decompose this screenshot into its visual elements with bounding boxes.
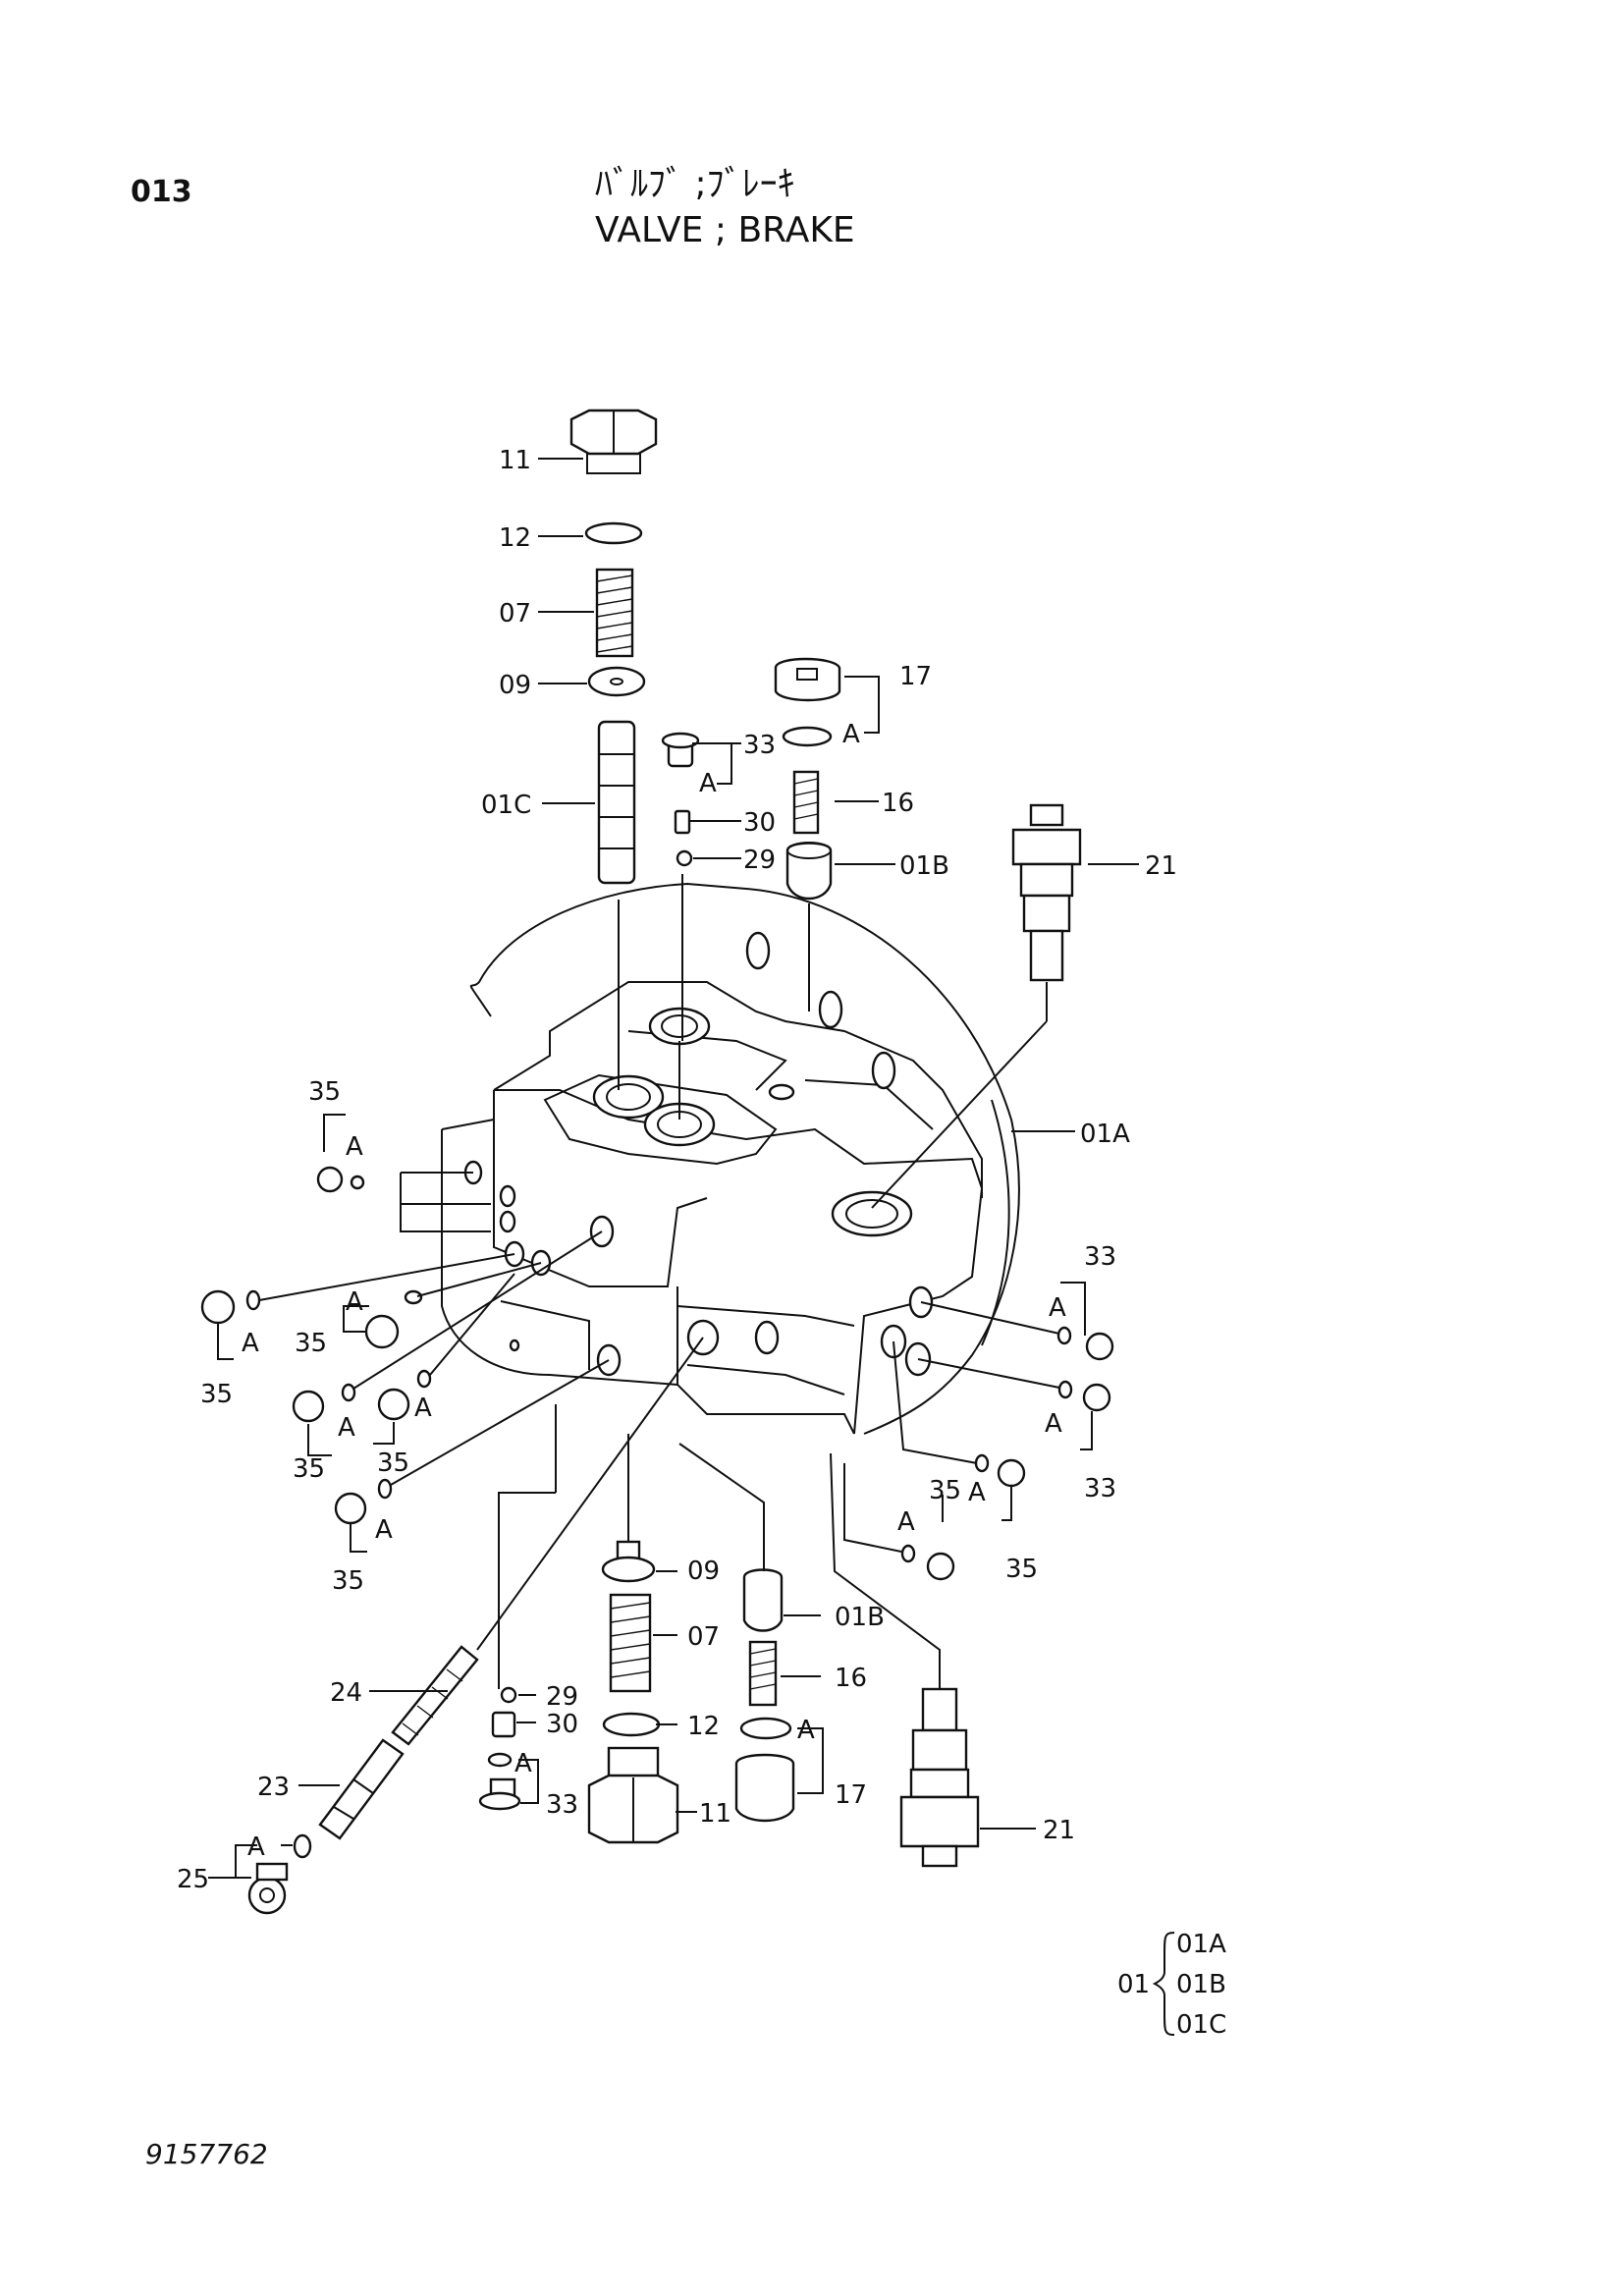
part-12-bottom-oring xyxy=(602,1712,661,1737)
callout-09-top: 09 xyxy=(499,671,531,700)
callout-A-35-a: A xyxy=(346,1132,363,1162)
callout-A-17-top: A xyxy=(842,720,860,749)
callout-17-top: 17 xyxy=(899,662,932,691)
callout-33-bottom: 33 xyxy=(546,1790,578,1820)
callout-A-35-b: A xyxy=(346,1287,363,1317)
callout-33-r1: 33 xyxy=(1084,1242,1116,1272)
callout-16-top: 16 xyxy=(882,789,914,818)
callout-24: 24 xyxy=(330,1678,362,1708)
callout-16-bottom: 16 xyxy=(835,1664,867,1693)
callout-30-bottom: 30 xyxy=(546,1710,578,1739)
part-09-top-seat xyxy=(587,666,646,697)
callout-17-bottom: 17 xyxy=(835,1780,867,1810)
callout-29-bottom: 29 xyxy=(546,1682,578,1712)
callout-23: 23 xyxy=(257,1773,290,1802)
callout-A-35-h: A xyxy=(897,1507,915,1537)
callout-A-17-bottom: A xyxy=(797,1716,815,1745)
callout-30-top: 30 xyxy=(743,808,776,838)
part-A-17-bottom-oring xyxy=(739,1717,792,1740)
callout-35-c: 35 xyxy=(200,1380,233,1409)
assembly-key xyxy=(1152,1932,1175,2036)
part-17-bottom-plug xyxy=(734,1753,795,1823)
part-07-bottom-spring xyxy=(609,1593,652,1693)
part-24-spring xyxy=(391,1645,479,1746)
part-01C-spool xyxy=(597,720,636,885)
part-16-bottom-spring xyxy=(748,1640,778,1707)
callout-12-bottom: 12 xyxy=(687,1712,720,1741)
part-23-piston xyxy=(318,1738,405,1840)
assembly-key-child-01C: 01C xyxy=(1176,2010,1226,2040)
drawing-number: 9157762 xyxy=(145,2138,268,2170)
callout-35-d: 35 xyxy=(293,1454,325,1484)
callout-11-top: 11 xyxy=(499,446,531,475)
callout-A-33-top: A xyxy=(699,769,717,798)
callout-01C: 01C xyxy=(481,791,531,820)
part-A-25-oring xyxy=(293,1833,312,1859)
callout-A-25: A xyxy=(247,1832,265,1862)
part-29-bottom-ball xyxy=(500,1686,517,1704)
callout-35-b: 35 xyxy=(295,1329,327,1358)
callout-35-e: 35 xyxy=(377,1449,409,1478)
callout-A-35-f: A xyxy=(375,1515,393,1545)
part-01B-bottom-piston xyxy=(742,1568,784,1632)
callout-25: 25 xyxy=(177,1865,209,1894)
callout-labels: 11 12 07 09 01C 33 A 30 29 17 A 16 01B 2… xyxy=(177,446,1226,2040)
callout-35-a: 35 xyxy=(308,1077,341,1107)
part-17-top-plug xyxy=(774,657,841,702)
part-01B-top-piston xyxy=(785,842,833,901)
part-33-bottom-plug xyxy=(478,1777,521,1811)
callout-11-bottom: 11 xyxy=(699,1799,731,1829)
callout-12-top: 12 xyxy=(499,523,531,553)
part-33-top-plug xyxy=(661,732,700,768)
part-16-top-spring xyxy=(792,770,820,835)
part-07-top-spring xyxy=(595,568,634,658)
part-12-top-oring xyxy=(584,521,643,545)
callout-07-bottom: 07 xyxy=(687,1622,720,1652)
left-side-plugs xyxy=(200,1166,432,1525)
part-21-top-relief-valve xyxy=(1011,803,1082,982)
valve-body-housing xyxy=(441,882,1020,1435)
page-code: 013 xyxy=(131,175,192,209)
callout-09-bottom: 09 xyxy=(687,1557,720,1586)
part-30-top-screw xyxy=(674,809,691,835)
part-11-top-plug xyxy=(569,409,658,474)
callout-35-g: 35 xyxy=(929,1476,961,1505)
part-30-bottom-screw xyxy=(491,1711,516,1738)
callout-35-h: 35 xyxy=(1005,1555,1038,1584)
title-japanese: ﾊﾞﾙﾌﾞ ;ﾌﾞﾚｰｷ xyxy=(595,164,795,204)
callout-A-33-r1: A xyxy=(1049,1293,1066,1323)
callout-A-33-bottom: A xyxy=(514,1749,532,1778)
callout-21-top: 21 xyxy=(1145,851,1177,881)
callout-A-35-e: A xyxy=(414,1394,432,1423)
part-11-bottom-plug xyxy=(587,1746,679,1844)
callout-21-bottom: 21 xyxy=(1043,1816,1075,1845)
part-29-top-ball xyxy=(676,849,693,867)
callout-A-35-g: A xyxy=(968,1478,986,1507)
callout-01A: 01A xyxy=(1080,1120,1130,1149)
title-english: VALVE ; BRAKE xyxy=(595,210,855,250)
callout-01B-bottom: 01B xyxy=(835,1603,885,1632)
leader-lines xyxy=(208,458,1139,1879)
assembly-key-child-01B: 01B xyxy=(1176,1970,1226,1999)
callout-A-35-c: A xyxy=(242,1329,259,1358)
callout-A-35-d: A xyxy=(338,1413,355,1443)
callout-33-r2: 33 xyxy=(1084,1474,1116,1503)
right-side-plugs xyxy=(900,1326,1114,1581)
part-A-17-top-oring xyxy=(782,726,833,747)
callout-29-top: 29 xyxy=(743,846,776,875)
part-21-bottom-relief-valve xyxy=(899,1687,980,1868)
callout-01B-top: 01B xyxy=(899,851,949,881)
callout-07-top: 07 xyxy=(499,599,531,629)
callout-A-33-r2: A xyxy=(1045,1409,1062,1439)
part-25-plug xyxy=(247,1862,289,1915)
callout-35-f: 35 xyxy=(332,1566,364,1596)
assembly-key-parent: 01 xyxy=(1117,1970,1150,1999)
part-09-bottom-seat xyxy=(601,1540,656,1583)
assembly-key-child-01A: 01A xyxy=(1176,1930,1226,1959)
part-A-33-bottom-oring xyxy=(487,1752,513,1768)
callout-33-top: 33 xyxy=(743,731,776,760)
